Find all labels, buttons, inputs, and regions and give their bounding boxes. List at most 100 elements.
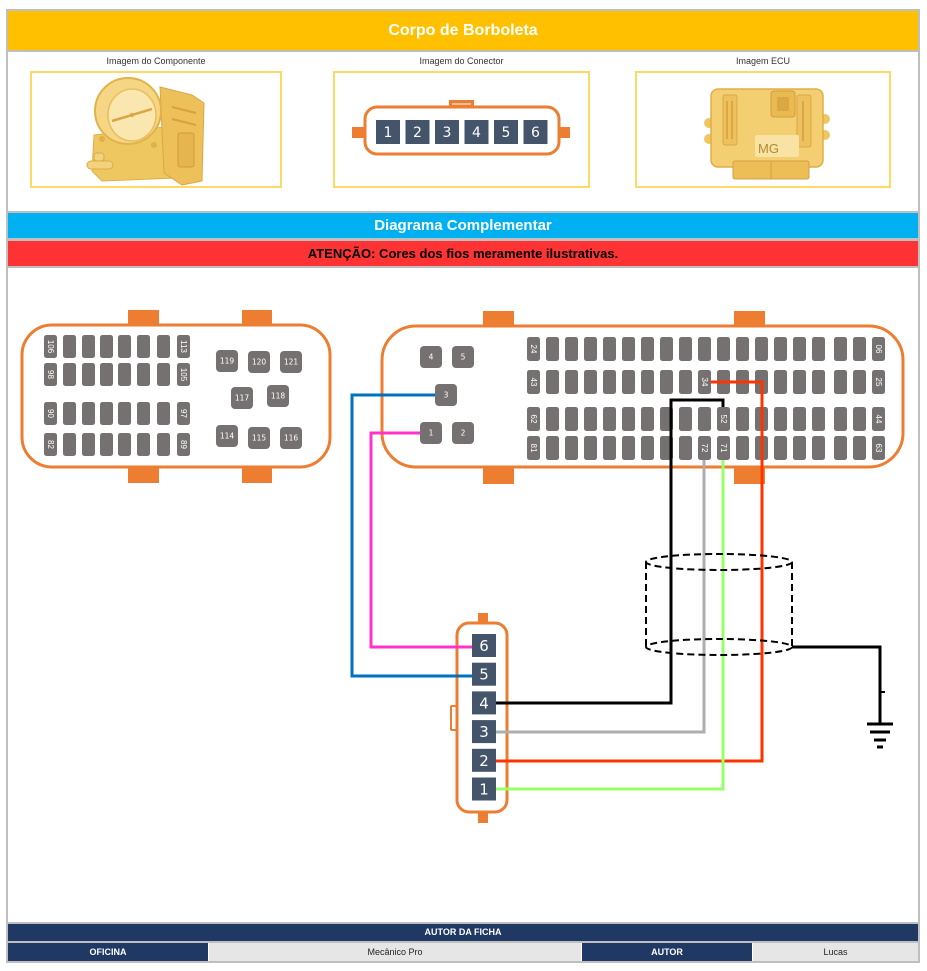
ecu-a-pin [82,363,95,386]
author-label: AUTOR [582,943,752,961]
pin-label: 63 [874,444,883,453]
ecu-b-pin [622,436,635,460]
ecu-b-pin [853,337,866,361]
ecu-b-pin [660,337,673,361]
pin-number: 4 [479,694,489,712]
pin-body [736,436,749,460]
ecu-a-pin: 105 [177,363,190,386]
pin-body [565,407,578,431]
ecu-a-pin: 106 [44,335,57,358]
pin-label: 117 [235,394,250,403]
pin-body [622,436,635,460]
pin-body [834,407,847,431]
pin-body [376,120,400,144]
divider [8,266,918,268]
ecu-b-pin [584,436,597,460]
divider [8,922,918,924]
pin-label: 119 [220,357,235,366]
pin-body [157,335,170,358]
ecu-a-pin: 82 [44,433,57,456]
ecu-b-pin [793,407,806,431]
pin-body [527,436,540,460]
locking-tab [478,811,488,823]
connector-image-pin: 1 [376,120,400,144]
pin-body [565,337,578,361]
pin-body [157,433,170,456]
pin-label: 44 [874,415,883,424]
pin-body [546,436,559,460]
pin-body [853,337,866,361]
ecu-a-pin [63,335,76,358]
ecu-b-pin [717,337,730,361]
pin-body [82,402,95,425]
ecu-b-pin [774,337,787,361]
ecu-b-small-pin: 4 [420,346,442,368]
ecu-a-pin [137,335,150,358]
pin-body [736,407,749,431]
ecu-a-pin [157,402,170,425]
ecu-b-pin [793,370,806,394]
pin-body [641,436,654,460]
pin-body [137,433,150,456]
ecu-b-pin [603,436,616,460]
pin-body [137,335,150,358]
ecu-a-square-pin: 114 [216,425,238,447]
divider [8,238,918,241]
ecu-image: MG [635,71,891,188]
ground-icon [792,645,893,749]
ecu-b-small-pin: 3 [435,384,457,406]
ecu-b-pin [736,407,749,431]
pin-body [177,433,190,456]
pin-number: 6 [531,125,540,141]
pin-label: 71 [719,444,728,453]
pin-body [44,363,57,386]
ecu-b-pin [853,436,866,460]
pin-body [494,120,518,144]
pin-body [793,436,806,460]
pin-body [267,385,289,407]
pin-body [717,436,730,460]
ecu-b-pin [641,407,654,431]
ecu-a-pin [157,335,170,358]
pin-body [546,370,559,394]
author-value: Lucas [753,943,918,961]
pin-body [82,335,95,358]
pin-body [82,363,95,386]
pin-label: 120 [252,358,267,367]
pin-body [44,402,57,425]
pin-body [464,120,489,144]
ecu-b-pin [603,407,616,431]
pin-body [603,337,616,361]
pin-body [63,363,76,386]
ecu-b-pin [853,407,866,431]
ecu-b-pin [603,370,616,394]
pin-body [774,436,787,460]
wire-ecu-72-to-pin-3 [496,460,706,734]
pin-label: 5 [461,353,466,362]
pin-body [774,337,787,361]
pin-body [546,337,559,361]
pin-body [527,407,540,431]
pin-label: 52 [719,415,728,424]
page-frame [6,9,920,963]
page-title: Corpo de Borboleta [8,11,918,50]
pin-body [405,120,430,144]
locking-tab [734,311,765,327]
pin-body [622,407,635,431]
component-pin: 4 [472,691,496,715]
ecu-a-pin: 98 [44,363,57,386]
pin-body [679,370,692,394]
ecu-a-pin [137,363,150,386]
ecu-b-pin: 62 [527,407,540,431]
pin-label: 43 [529,378,538,387]
pin-body [100,433,113,456]
connector-image-pin: 4 [464,120,489,144]
ecu-b-pin [584,370,597,394]
ecu-b-pin: 71 [717,436,730,460]
pin-body [472,748,496,772]
ecu-b-pin: 43 [527,370,540,394]
ecu-a-pin [157,363,170,386]
connector-image-pin: 5 [494,120,518,144]
